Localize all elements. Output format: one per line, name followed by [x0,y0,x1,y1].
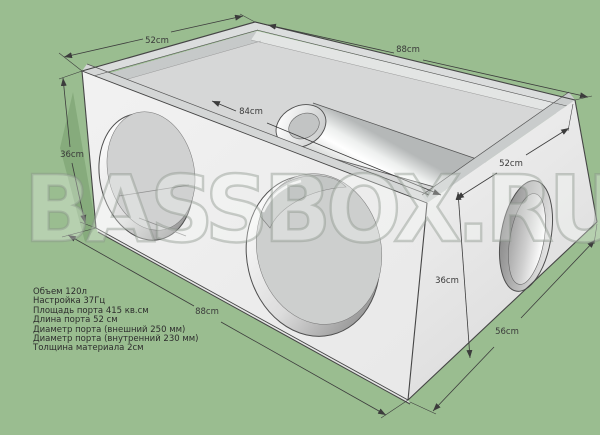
dimension-lines [58,13,598,419]
dim-label-top-width: 88cm [396,45,420,55]
bottom-edge-sliver [96,228,410,404]
port-exit-hole [499,180,553,292]
ground-shadow [60,92,96,242]
dim-top-width [254,21,593,101]
side-panel [408,100,597,400]
dim-label-bottom-width: 88cm [195,307,219,317]
spec-port-length: Длина порта 52 см [33,315,118,326]
dim-internal-length [211,100,442,196]
dim-label-top-depth: 52cm [145,36,169,46]
dim-label-bottom-depth: 56cm [495,327,519,337]
spec-port-diameter-in: Диаметр порта (внутренний 230 мм) [33,334,199,345]
dim-bottom-width [61,227,409,419]
spec-port-area: Площадь порта 415 кв.см [33,305,149,316]
spec-port-diameter-out: Диаметр порта (внешний 250 мм) [33,324,186,335]
wall-thickness-strips [82,22,575,203]
dim-label-side-depth: 52cm [499,159,523,169]
specs-block: Объем 120л Настройка 37Гц Площадь порта … [33,287,199,354]
speaker-cutout-right [245,173,383,337]
dim-side-height [455,191,473,359]
spec-volume: Объем 120л [33,287,87,297]
dim-label-internal-length: 84cm [239,107,263,117]
speaker-cutout-left [98,111,196,241]
dim-left-height [58,70,97,229]
dim-label-side-height: 36cm [435,276,459,286]
spec-material: Толщина материала 2см [33,343,144,354]
spec-tuning: Настройка 37Гц [33,296,106,307]
dim-bottom-depth [409,223,598,415]
dim-top-depth [58,13,256,72]
dim-label-left-height: 36cm [60,150,84,160]
front-panel [82,71,427,404]
